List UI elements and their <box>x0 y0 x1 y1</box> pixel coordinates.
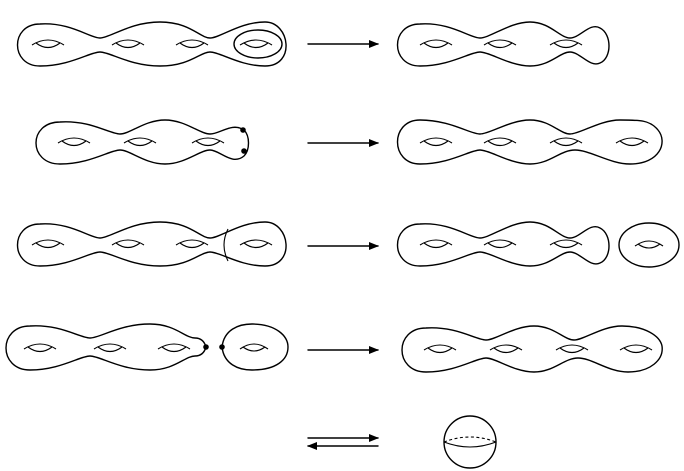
marked-point <box>240 127 246 133</box>
genus-hole-icon <box>175 239 209 249</box>
genus-hole-icon <box>239 39 273 49</box>
genus-hole-icon <box>31 39 65 49</box>
genus-hole-icon <box>619 344 653 354</box>
separating-curve <box>223 228 229 262</box>
genus-hole-icon <box>549 239 583 249</box>
genus-hole-icon <box>483 137 517 147</box>
genus-hole-icon <box>175 39 209 49</box>
surface-torus-noded <box>219 323 289 371</box>
surface-genus-3 <box>396 221 610 267</box>
genus-hole-icon <box>423 344 457 354</box>
genus-hole-icon <box>549 137 583 147</box>
genus-hole-icon <box>111 39 145 49</box>
sphere <box>443 415 497 469</box>
genus-hole-icon <box>634 240 664 249</box>
genus-hole-icon <box>419 137 453 147</box>
marked-point <box>241 148 247 154</box>
genus-hole-icon <box>483 239 517 249</box>
genus-hole-icon <box>31 239 65 249</box>
genus-hole-icon <box>111 239 145 249</box>
row-1 <box>16 21 610 67</box>
surface-genus-4 <box>401 325 663 373</box>
genus-hole-icon <box>239 239 273 249</box>
loop-curve <box>233 29 283 59</box>
surface-genus-3-marked <box>35 119 250 165</box>
genus-hole-icon <box>93 343 127 353</box>
row-5 <box>307 415 497 469</box>
genus-hole-icon <box>123 137 157 147</box>
node-point <box>203 344 209 350</box>
genus-hole-icon <box>191 137 225 147</box>
genus-hole-icon <box>239 343 269 352</box>
genus-hole-icon <box>23 343 57 353</box>
genus-hole-icon <box>615 137 649 147</box>
genus-hole-icon <box>555 344 589 354</box>
surface-genus-4-separating <box>16 221 287 267</box>
genus-hole-icon <box>489 344 523 354</box>
genus-hole-icon <box>549 39 583 49</box>
surface-genus-3 <box>396 21 610 67</box>
row-4 <box>5 323 663 373</box>
genus-hole-icon <box>157 343 191 353</box>
surface-torus <box>618 222 680 268</box>
genus-hole-icon <box>483 39 517 49</box>
genus-hole-icon <box>419 239 453 249</box>
genus-hole-icon <box>419 39 453 49</box>
node-point <box>219 344 225 350</box>
surface-genus-4 <box>396 119 663 165</box>
surface-genus-3-noded <box>5 323 209 371</box>
row-3 <box>16 221 680 268</box>
surface-genus-4 <box>16 21 287 67</box>
row-2 <box>35 119 663 165</box>
genus-hole-icon <box>57 137 91 147</box>
